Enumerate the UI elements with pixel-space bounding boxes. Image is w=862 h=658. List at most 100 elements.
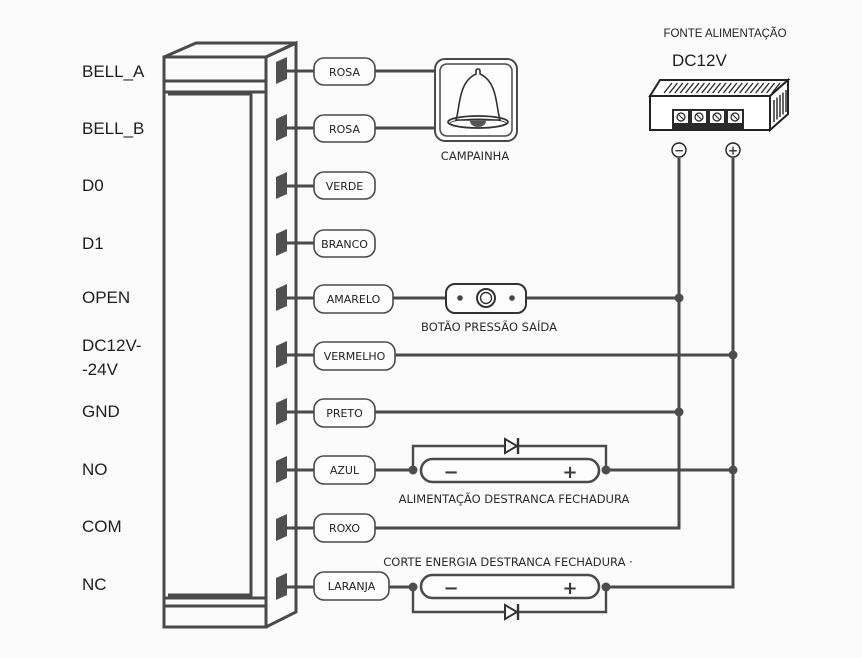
lock-nc: CORTE ENERGIA DESTRANCA FECHADURA · − + <box>383 555 633 621</box>
terminal-pin <box>276 514 287 541</box>
terminal-label-24v: -24V <box>82 360 119 379</box>
push-button-icon <box>445 283 527 314</box>
wire-pill-vermelho: VERMELHO <box>313 341 396 371</box>
negative-terminal-marker: − <box>671 142 687 158</box>
vent-fin <box>755 82 765 94</box>
vent-fin <box>733 82 743 94</box>
terminal-label-nc: NC <box>82 575 107 594</box>
exit-button: BOTÃO PRESSÃO SAÍDA <box>393 283 679 334</box>
wire-pill-verde: VERDE <box>313 171 376 200</box>
terminal-pin <box>276 573 287 600</box>
terminal-label-com: COM <box>82 517 122 536</box>
vent-fin <box>706 82 716 94</box>
svg-text:AZUL: AZUL <box>330 464 360 477</box>
terminal-label-dc12v: DC12V- <box>82 336 142 355</box>
vent-fin <box>771 82 781 94</box>
svg-text:ROSA: ROSA <box>329 123 360 136</box>
wire-pill-roxo: ROXO <box>313 513 376 543</box>
bell-icon <box>434 58 518 142</box>
vent-fin <box>728 82 738 94</box>
vent-fin <box>674 82 684 94</box>
power-supply-icon <box>648 77 791 133</box>
terminal-pin <box>276 456 287 483</box>
svg-text:+: + <box>562 462 577 483</box>
lock-no-caption: ALIMENTAÇÃO DESTRANCA FECHADURA <box>399 491 630 506</box>
svg-text:+: + <box>562 578 577 599</box>
vent-fin <box>717 82 727 94</box>
lock-diode-icon: − + <box>408 437 611 484</box>
wire-pill-rosa-b: ROSA <box>313 114 376 143</box>
terminal-pin <box>276 398 287 425</box>
wire-pill-preto: PRETO <box>313 398 376 428</box>
vent-fin <box>722 82 732 94</box>
vent-fin <box>695 82 705 94</box>
terminal-label-d0: D0 <box>82 176 104 195</box>
screw-head <box>730 112 740 122</box>
power-wiring <box>375 158 735 589</box>
pin-wires <box>287 69 314 589</box>
vent-fin <box>685 82 695 94</box>
vent-fin <box>749 82 759 94</box>
svg-text:BRANCO: BRANCO <box>321 238 368 251</box>
vent-fin <box>663 82 673 94</box>
lock-diode-icon: − + <box>408 573 611 621</box>
doorbell: CAMPAINHA <box>375 58 518 163</box>
vent-fin <box>744 82 754 94</box>
positive-rail <box>606 158 735 589</box>
vent-fin <box>766 82 776 94</box>
screw-slot <box>696 114 702 120</box>
wire-pill-azul: AZUL <box>313 455 376 485</box>
lock-no: − + ALIMENTAÇÃO DESTRANCA FECHADURA <box>399 437 630 506</box>
svg-text:VERDE: VERDE <box>326 180 364 193</box>
terminal-pin <box>276 229 287 256</box>
terminal-label-no: NO <box>82 460 108 479</box>
vent-fin <box>668 82 678 94</box>
vent-fin <box>701 82 711 94</box>
vent-fin <box>679 82 689 94</box>
svg-text:PRETO: PRETO <box>326 407 363 420</box>
terminal-label-gnd: GND <box>82 402 120 421</box>
svg-text:VERMELHO: VERMELHO <box>324 350 386 363</box>
terminal-pin <box>276 57 287 84</box>
exit-button-caption: BOTÃO PRESSÃO SAÍDA <box>421 319 557 334</box>
screw-slot <box>714 114 720 120</box>
screw-slot <box>678 114 684 120</box>
svg-text:AMARELO: AMARELO <box>327 293 381 306</box>
terminal-label-open: OPEN <box>82 288 130 307</box>
svg-text:ROXO: ROXO <box>329 522 360 535</box>
vent-fin <box>760 82 770 94</box>
controller-unit <box>162 40 298 629</box>
terminal-pin <box>276 341 287 368</box>
terminal-label-bell-a: BELL_A <box>82 62 145 81</box>
vent-fin <box>712 82 722 94</box>
power-supply-voltage: DC12V <box>672 51 727 70</box>
terminal-pin <box>276 114 287 141</box>
svg-text:−: − <box>674 144 684 158</box>
svg-text:+: + <box>728 144 738 158</box>
terminal-pin <box>276 284 287 311</box>
svg-text:−: − <box>443 462 458 483</box>
terminal-label-bell-b: BELL_B <box>82 119 144 138</box>
terminal-pin <box>276 172 287 199</box>
terminal-labels: BELL_A BELL_B D0 D1 OPEN DC12V- -24V GND… <box>82 62 145 594</box>
screw-head <box>712 112 722 122</box>
svg-text:−: − <box>443 578 458 599</box>
vent-fin <box>739 82 749 94</box>
positive-terminal-marker: + <box>725 142 741 158</box>
wire-pill-branco: BRANCO <box>313 229 376 258</box>
wire-pill-laranja: LARANJA <box>313 571 390 601</box>
vent-fin <box>690 82 700 94</box>
junction-dots <box>674 293 738 475</box>
svg-text:LARANJA: LARANJA <box>328 580 376 593</box>
power-supply-title: FONTE ALIMENTAÇÃO <box>663 27 786 40</box>
power-supply: FONTE ALIMENTAÇÃO DC12V − + <box>648 27 791 158</box>
screw-head <box>694 112 704 122</box>
wire-color-labels: ROSA ROSA VERDE BRANCO AMARELO VERMELHO … <box>313 57 396 601</box>
lock-nc-caption: CORTE ENERGIA DESTRANCA FECHADURA · <box>383 555 633 569</box>
screw-slot <box>732 114 738 120</box>
doorbell-caption: CAMPAINHA <box>441 149 510 163</box>
screw-head <box>676 112 686 122</box>
svg-text:ROSA: ROSA <box>329 66 360 79</box>
terminal-label-d1: D1 <box>82 234 104 253</box>
